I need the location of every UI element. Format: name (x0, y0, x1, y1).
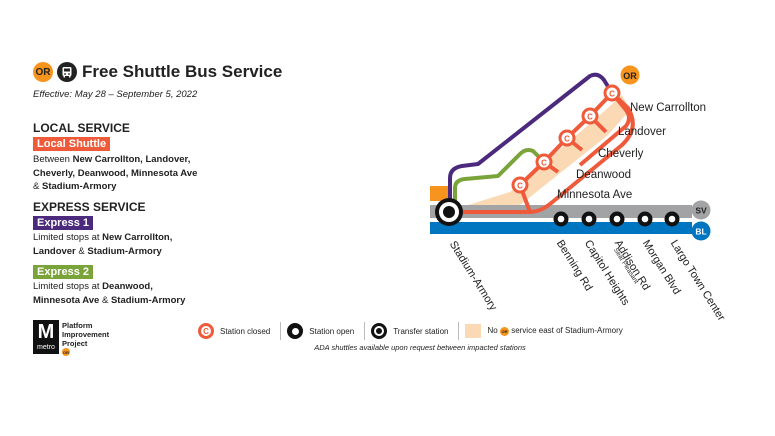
transfer-station-stadium-armory (435, 198, 463, 226)
station-open-morgan-blvd (637, 211, 653, 227)
legend-closed-label: Station closed (220, 326, 271, 336)
svg-text:OR: OR (623, 71, 637, 81)
bus-icon (57, 62, 77, 82)
orange-line-stub (430, 186, 448, 201)
station-closed-cheverly: C (558, 129, 576, 147)
blue-line (430, 222, 692, 234)
station-open-largo-town-center (664, 211, 680, 227)
or-line-badge: OR (620, 65, 640, 85)
express-service-heading: EXPRESS SERVICE (33, 200, 146, 214)
page-title: Free Shuttle Bus Service (82, 62, 283, 81)
express1-tag: Express 1 (33, 216, 93, 230)
no-service-swatch (465, 324, 482, 338)
metro-logo-word: metro (37, 344, 55, 351)
local-service-heading: LOCAL SERVICE (33, 121, 130, 135)
express1-route (448, 72, 614, 205)
legend-or-badge: OR (499, 326, 509, 336)
metro-logo-mark: M (37, 321, 55, 343)
label-deanwood: Deanwood (576, 169, 631, 181)
local-shuttle-route (460, 91, 635, 214)
label-minnesota-ave: Minnesota Ave (557, 189, 633, 201)
sv-line-badge: SV (691, 200, 711, 220)
station-open-benning-rd (553, 211, 569, 227)
station-closed-new-carrollton: C (603, 84, 621, 102)
station-open-addison-rd (609, 211, 625, 227)
label-new-carrollton: New Carrollton (630, 102, 707, 114)
label-landover: Landover (618, 126, 666, 138)
station-closed-minnesota-ave: C (511, 176, 529, 194)
legend: C Station closed Station open Transfer s… (198, 322, 623, 340)
station-open-capitol-heights (581, 211, 597, 227)
transfer-station-icon (371, 323, 388, 339)
legend-open-label: Station open (309, 326, 355, 336)
svg-text:C: C (541, 159, 547, 168)
express2-tag: Express 2 (33, 265, 93, 279)
bl-line-badge: BL (691, 221, 711, 241)
no-service-area (465, 95, 630, 210)
express2-route (453, 148, 546, 205)
legend-divider (458, 322, 460, 340)
svg-text:C: C (587, 113, 593, 122)
station-closed-landover: C (581, 107, 599, 125)
local-shuttle-tag: Local Shuttle (33, 137, 111, 151)
svg-text:SV: SV (695, 206, 707, 216)
station-closed-deanwood: C (535, 153, 553, 171)
svg-text:C: C (564, 135, 570, 144)
legend-no-service-label: No OR service east of Stadium-Armory (487, 326, 623, 336)
label-cheverly: Cheverly (598, 148, 644, 160)
local-shuttle-description: Between New Carrollton, Landover, Chever… (33, 154, 198, 192)
express1-description: Limited stops at New Carrollton, Landove… (33, 232, 173, 257)
legend-divider (364, 322, 366, 340)
station-closed-icon: C (198, 323, 214, 339)
project-name: Platform Improvement Project (62, 321, 110, 348)
legend-transfer-label: Transfer station (393, 326, 449, 336)
local-shuttle-route-outer (578, 91, 631, 167)
metro-logo: M metro (33, 320, 59, 354)
project-or-badge: OR (62, 348, 70, 356)
effective-dates: Effective: May 28 – September 5, 2022 (33, 89, 198, 100)
station-open-icon (287, 323, 304, 339)
svg-text:C: C (609, 90, 615, 99)
orange-line-badge: OR (33, 62, 53, 82)
svg-text:C: C (517, 182, 523, 191)
svg-text:BL: BL (695, 227, 706, 237)
legend-divider (280, 322, 282, 340)
express2-description: Limited stops at Deanwood, Minnesota Ave… (33, 281, 186, 306)
ada-note: ADA shuttles available upon request betw… (314, 343, 526, 352)
